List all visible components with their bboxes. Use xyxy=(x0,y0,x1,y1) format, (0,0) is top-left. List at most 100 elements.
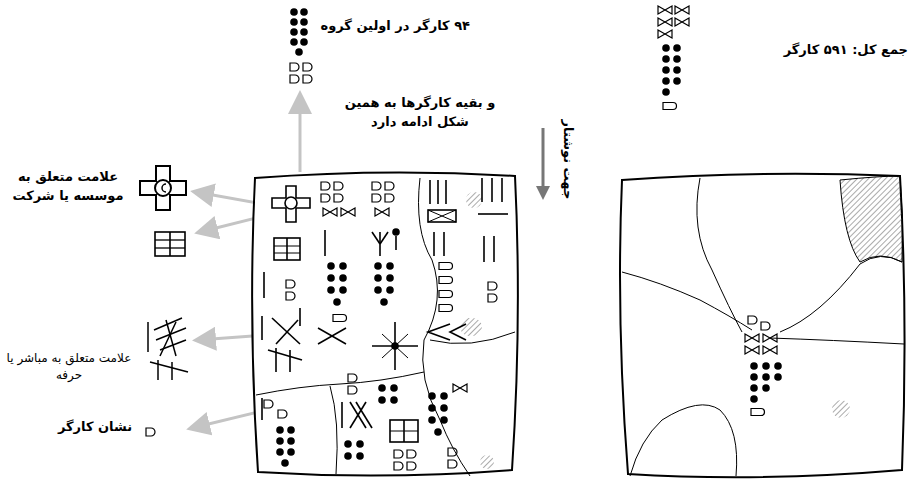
tablet-mark xyxy=(697,178,742,332)
tablet-mark xyxy=(750,373,758,381)
tablet-mark xyxy=(770,338,904,344)
tablet-mark xyxy=(662,66,670,74)
tablet-mark xyxy=(394,462,403,470)
tablet-mark xyxy=(542,128,545,188)
tablet-mark xyxy=(428,416,436,424)
tablet-mark xyxy=(256,178,515,476)
tablet-mark xyxy=(318,328,346,344)
tablet-mark xyxy=(300,18,308,26)
tablet-mark xyxy=(443,232,445,256)
left-tablet-numerals xyxy=(264,182,497,470)
tablet-mark xyxy=(321,194,330,202)
tablet-mark xyxy=(289,350,291,372)
tablet-mark xyxy=(762,362,770,370)
tablet-mark xyxy=(386,262,394,270)
tablet-mark xyxy=(286,280,295,288)
tablet-mark xyxy=(330,386,337,474)
tablet-mark xyxy=(157,360,159,380)
tablet-mark xyxy=(434,428,442,436)
tablet-mark xyxy=(675,18,689,26)
tablet-mark xyxy=(437,180,439,204)
tablet-mark xyxy=(745,334,759,342)
tablet-mark xyxy=(372,182,381,190)
tablet-mark xyxy=(390,420,418,442)
tablet-mark xyxy=(281,459,289,467)
tablet-mark xyxy=(390,396,398,404)
tablet-mark xyxy=(751,409,765,416)
tablet-mark xyxy=(478,213,508,215)
tablet-mark xyxy=(348,374,357,382)
tablet-mark xyxy=(274,238,300,260)
tablet-mark xyxy=(263,272,265,298)
tablet-mark xyxy=(488,282,497,290)
tablet-mark xyxy=(275,348,277,372)
tablet-mark xyxy=(663,103,677,110)
tablet-mark xyxy=(450,324,466,340)
tablet-mark xyxy=(171,362,173,380)
tablet-mark xyxy=(268,350,302,360)
tablet-mark xyxy=(327,274,335,282)
tablet-mark xyxy=(673,66,681,74)
tablet-mark xyxy=(445,180,447,204)
tablet-mark xyxy=(501,178,503,202)
tablet-mark xyxy=(750,395,758,403)
tablet-mark xyxy=(429,180,431,204)
tablet-mark xyxy=(774,362,782,370)
tablet-mark xyxy=(748,316,757,324)
tablet-mark xyxy=(290,75,299,83)
tablet-mark xyxy=(299,96,302,172)
tablet-mark xyxy=(299,308,301,326)
tablet-mark xyxy=(155,180,171,196)
annotation-label: علامت متعلق به موسسه یا شرکت xyxy=(2,168,134,206)
total-sign-column xyxy=(658,6,689,110)
tablet-mark xyxy=(264,400,273,408)
tablet-mark xyxy=(385,194,394,202)
tablet-mark xyxy=(440,416,448,424)
tablet-mark xyxy=(272,186,310,222)
tablet-mark xyxy=(372,194,381,202)
tablet-mark xyxy=(439,263,453,270)
tablet-mark xyxy=(428,210,456,222)
tablet-mark xyxy=(491,178,493,202)
tablet-mark xyxy=(448,448,457,456)
tablet-mark xyxy=(272,318,300,344)
tablet-mark xyxy=(356,452,364,460)
tablet-mark xyxy=(374,274,382,282)
tablet-mark xyxy=(658,18,672,26)
tablet-mark xyxy=(327,262,335,270)
tablet-mark xyxy=(300,28,308,36)
tablet-mark xyxy=(303,63,312,71)
tablet-mark xyxy=(536,186,550,200)
tablet-mark xyxy=(274,253,300,254)
tablet-mark xyxy=(390,384,398,392)
tablet-mark xyxy=(385,182,394,190)
tablet-mark xyxy=(673,44,681,52)
tablet-mark xyxy=(448,460,457,468)
tablet-mark xyxy=(483,236,485,262)
tablet-mark xyxy=(169,232,171,256)
tablet-mark xyxy=(290,63,299,71)
tablet-mark xyxy=(324,230,326,256)
tablet-mark xyxy=(276,437,284,445)
tablet-mark xyxy=(287,437,295,445)
tablet-mark xyxy=(146,428,155,436)
tablet-mark xyxy=(276,426,284,434)
tablet-mark xyxy=(162,184,166,192)
tablet-mark xyxy=(290,18,298,26)
tablet-mark xyxy=(341,208,355,216)
tablet-mark xyxy=(318,328,346,344)
tablet-mark xyxy=(160,322,176,356)
tablet-mark xyxy=(453,384,467,392)
tablet-mark xyxy=(252,172,518,475)
tablet-mark xyxy=(428,392,436,400)
tablet-mark xyxy=(620,174,905,477)
tablet-mark xyxy=(333,298,341,306)
tablet-mark xyxy=(750,362,758,370)
tablet-mark xyxy=(493,236,495,262)
tablet-mark xyxy=(374,286,382,294)
tablet-mark xyxy=(295,48,303,56)
tablet-mark xyxy=(662,44,670,52)
tablet-mark xyxy=(390,431,418,432)
sign-copies xyxy=(140,166,188,436)
